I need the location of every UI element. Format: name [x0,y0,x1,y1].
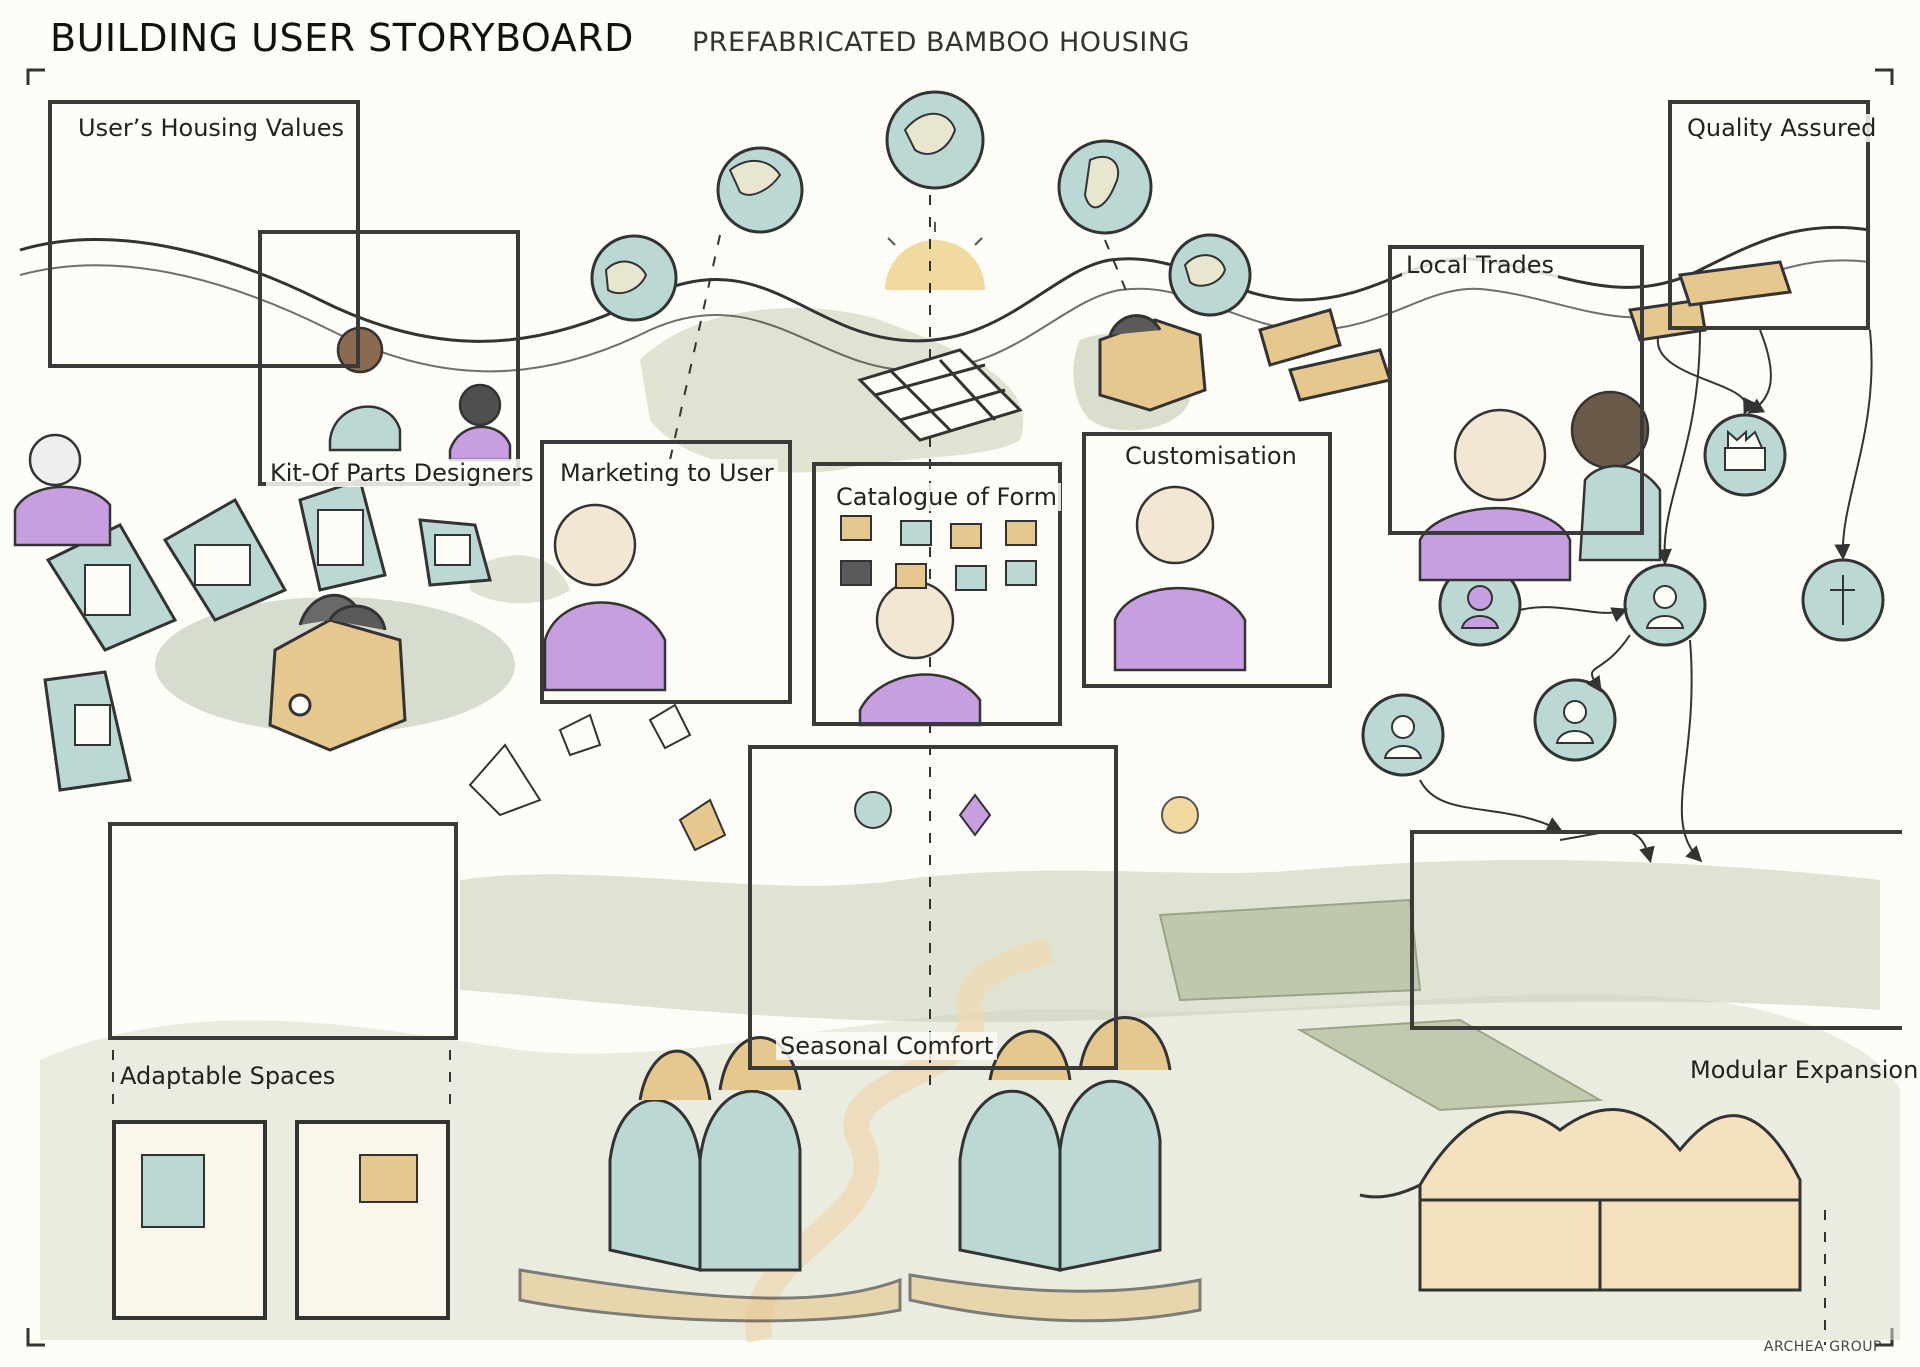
label-seasonal: Seasonal Comfort [776,1032,998,1060]
modular-section [1359,1108,1802,1292]
plan-drawing-2 [295,1120,450,1320]
globes [590,90,1252,322]
page-title: BUILDING USER STORYBOARD [50,16,634,60]
panel-housing-values [48,100,360,368]
panel-catalogue [812,462,1062,726]
prefab-frame-model [857,348,1023,442]
label-housing-values: User’s Housing Values [74,114,349,142]
credit-label: ARCHEA GROUP [1763,1339,1882,1355]
label-adaptable: Adaptable Spaces [120,1062,336,1090]
journey-path [19,225,1871,343]
label-quality: Quality Assured [1683,114,1881,142]
label-catalogue: Catalogue of Form [832,483,1061,511]
season-icons [854,791,992,837]
people-sketches [13,326,1662,727]
panel-modular [1410,830,1902,1030]
panel-seasonal [748,745,1118,1070]
panel-local-trades [1388,245,1644,535]
house-model [268,593,407,752]
label-modular: Modular Expansion [1690,1056,1919,1084]
plan-drawing-1 [112,1120,267,1320]
label-local-trades: Local Trades [1402,251,1559,279]
customised-house-model [1098,314,1207,412]
kit-of-parts-fan [43,478,492,792]
panel-adaptable [108,822,458,1040]
bamboo-buildings [518,1016,1202,1323]
panel-quality [1668,100,1870,330]
panel-customisation [1082,432,1332,688]
label-kit-of-parts: Kit-Of Parts Designers [266,459,538,487]
label-customisation: Customisation [1125,442,1297,470]
network-nodes [1361,413,1885,777]
label-marketing: Marketing to User [556,459,778,487]
paper-sheets [468,703,727,852]
catalogue-tiles [840,515,1040,595]
page-subtitle: PREFABRICATED BAMBOO HOUSING [692,27,1190,58]
panel-kit-of-parts [258,230,520,486]
panel-marketing [540,440,792,704]
